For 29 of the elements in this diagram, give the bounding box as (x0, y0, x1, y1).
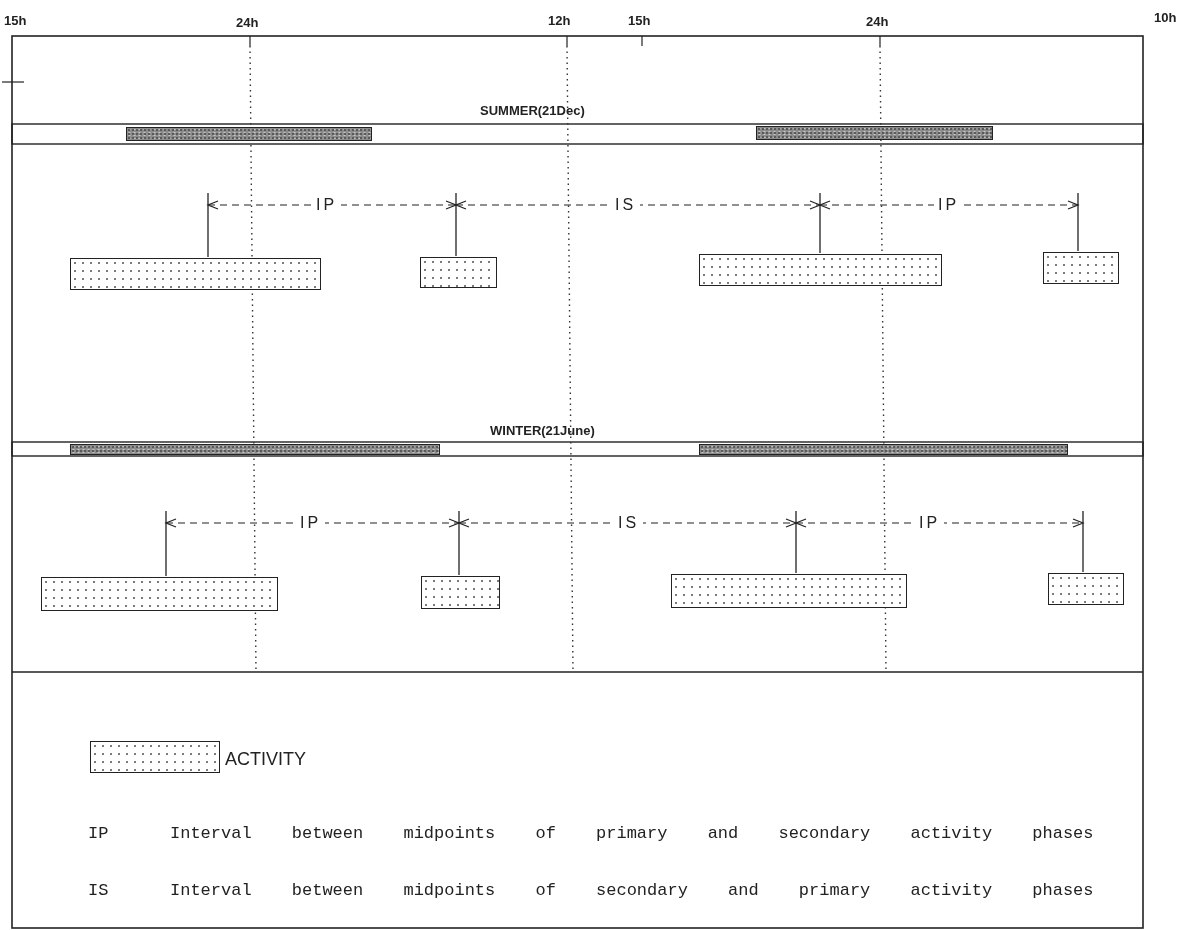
activity-bar (1048, 573, 1124, 605)
interval-label: IP (915, 515, 945, 531)
interval-label: IS (611, 197, 641, 213)
interval-label: IS (614, 515, 644, 531)
night-bar (70, 444, 440, 455)
definition-text: Interval between midpoints of primary and secondary activity phases (170, 824, 1095, 844)
activity-bar (70, 258, 321, 290)
activity-bar (1043, 252, 1119, 284)
abbreviation: IS (88, 881, 109, 900)
time-label: 10h (1154, 11, 1177, 24)
legend-text: ACTIVITY (225, 749, 306, 770)
activity-bar (699, 254, 942, 286)
time-label: 24h (236, 16, 259, 29)
time-label: 24h (866, 15, 889, 28)
activity-bar (41, 577, 278, 611)
definition-text: Interval between midpoints of secondary and primary activity phases (170, 881, 1095, 901)
time-label: 15h (4, 14, 27, 27)
night-bar (756, 126, 993, 140)
night-bar (126, 127, 372, 141)
night-bar (699, 444, 1068, 455)
interval-label: IP (296, 515, 326, 531)
activity-bar (420, 257, 497, 288)
time-label: 15h (628, 14, 651, 27)
activity-bar (671, 574, 907, 608)
abbreviation: IP (88, 824, 109, 843)
time-label: 12h (548, 14, 571, 27)
season-label: SUMMER(21Dec) (480, 104, 585, 117)
season-label: WINTER(21June) (490, 424, 595, 437)
activity-bar (421, 576, 500, 609)
